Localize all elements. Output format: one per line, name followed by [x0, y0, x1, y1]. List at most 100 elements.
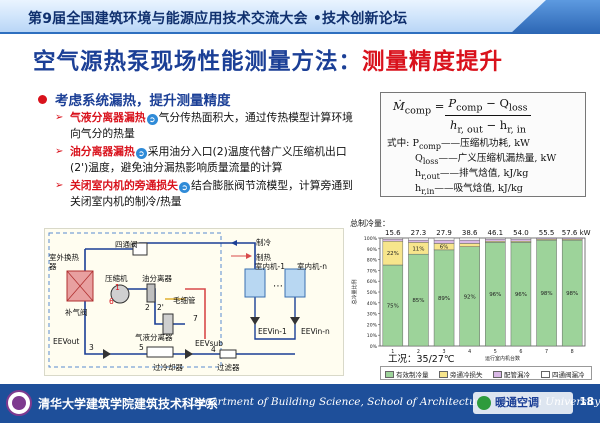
- label-make-air: 补气阀: [65, 308, 88, 317]
- def-desc: ——排气焓值, kJ/kg: [439, 168, 529, 179]
- watermark-text: 暖通空调: [495, 396, 539, 409]
- bar-segment: [459, 237, 480, 241]
- legend-item-fourway: 四通阀漏冷: [541, 369, 585, 379]
- arrow-circle-icon: ➲: [146, 114, 158, 125]
- y-tick-label: 80%: [367, 258, 378, 264]
- data-label-effective: 98%: [540, 291, 552, 297]
- arrow-circle-icon: ➲: [178, 182, 190, 193]
- total-label: 38.6: [462, 229, 478, 237]
- y-tick-label: 90%: [367, 247, 378, 253]
- def-sub: r,in: [421, 186, 435, 196]
- legend-label: 四通阀漏冷: [552, 371, 585, 379]
- working-condition-label: 工况：35/27℃: [388, 354, 455, 365]
- x-tick-label: 7: [545, 349, 548, 355]
- y-axis-label: 总冷量比例: [351, 279, 358, 304]
- label-filter: 过滤器: [217, 363, 240, 372]
- x-tick-label: 6: [519, 349, 522, 355]
- label-node-2p: 2': [157, 303, 164, 312]
- sub-bullets: ➢ 气液分离器漏热➲气分传热面积大，通过传热模型计算环境向气分的热量 ➢ 油分离…: [55, 110, 360, 212]
- data-label-effective: 98%: [566, 291, 578, 297]
- label-eev-out: EEVout: [53, 337, 80, 346]
- x-tick-label: 2: [417, 349, 420, 355]
- legend-swatch: [493, 371, 502, 378]
- data-label-effective: 96%: [489, 292, 501, 298]
- sub-bullet-highlight: 气液分离器漏热: [70, 111, 146, 124]
- sub-bullet-text: 结合膨胀阀节流模型，计算旁通到关闭室内机的制冷/热量: [70, 179, 353, 208]
- x-tick-label: 4: [468, 349, 471, 355]
- label-subcooler: 过冷却器: [153, 363, 183, 372]
- arrow-bullet-icon: ➢: [55, 180, 64, 191]
- page-number: 18: [579, 396, 594, 408]
- y-tick-label: 10%: [367, 333, 378, 339]
- formula-lhs-symbol: Ṁ: [393, 99, 405, 113]
- arrow-circle-icon: ➲: [135, 148, 147, 159]
- slide-title: 空气源热泵现场性能测量方法：测量精度提升: [33, 44, 503, 76]
- eev-sub-icon: [185, 349, 193, 359]
- bar-segment: [382, 237, 404, 240]
- x-tick-label: 3: [443, 349, 446, 355]
- sub-bullet-highlight: 油分离器漏热: [70, 145, 135, 158]
- slide-title-highlight: 测量精度提升: [362, 49, 504, 75]
- x-tick-label: 5: [494, 349, 497, 355]
- data-label-effective: 92%: [464, 294, 476, 300]
- label-eev-in1: EEVin-1: [258, 327, 287, 336]
- outdoor-unit-boundary: [48, 232, 222, 368]
- sub-bullet-gas-liquid: ➢ 气液分离器漏热➲气分传热面积大，通过传热模型计算环境向气分的热量: [55, 110, 360, 141]
- legend-swatch: [541, 371, 550, 378]
- label-node-4: 4: [211, 345, 216, 354]
- chart-legend: 有效制冷量 旁通冷损失 配管漏冷 四通阀漏冷: [380, 366, 592, 380]
- data-label-effective: 96%: [515, 292, 527, 298]
- def-symbol: h: [415, 168, 422, 179]
- bar-segment: [510, 238, 532, 242]
- formula-def-hout: hr,out——排气焓值, kJ/kg: [415, 165, 528, 181]
- label-dots: ⋯: [273, 281, 283, 292]
- def-sub: loss: [422, 156, 439, 166]
- oil-separator-icon: [146, 283, 156, 303]
- bar-segment: [408, 237, 429, 241]
- bar-segment: [510, 237, 532, 240]
- total-label: 15.6: [385, 229, 401, 237]
- sub-bullet-text: 采用油分入口(2)温度代替广义压缩机出口(2')温度，避免油分漏热影响质量流量的…: [70, 145, 347, 174]
- num-minus: − Q: [482, 96, 509, 110]
- bullet-dot-icon: [38, 95, 47, 104]
- main-bullet-text: 考虑系统漏热，提升测量精度: [55, 93, 231, 109]
- total-label: 27.3: [411, 229, 427, 237]
- data-label-bypass: 22%: [387, 251, 399, 257]
- formula-def-pcomp: 式中: Pcomp——压缩机功耗, kW: [387, 135, 530, 151]
- label-node-6: 6: [109, 297, 114, 306]
- label-node-5: 5: [139, 343, 144, 352]
- sub-bullet-highlight: 关闭室内机的旁通损失: [70, 179, 178, 192]
- chart-title: 总制冷量：: [350, 218, 390, 228]
- num-sub: comp: [456, 102, 483, 114]
- label-indoor-1: 室内机-1: [255, 262, 285, 271]
- sub-bullet-bypass: ➢ 关闭室内机的旁通损失➲结合膨胀阀节流模型，计算旁通到关闭室内机的制冷/热量: [55, 178, 360, 209]
- formula-def-qloss: Qloss——广义压缩机漏热量, kW: [415, 150, 556, 166]
- x-tick-label: 8: [571, 349, 574, 355]
- formula-def-hin: hr,in——吸气焓值, kJ/kg: [415, 180, 523, 196]
- def-symbol: 式中: P: [387, 138, 419, 149]
- formula-fraction: Pcomp − Qloss hr, out − hr, in: [445, 96, 531, 136]
- arrow-bullet-icon: ➢: [55, 112, 64, 123]
- y-tick-label: 100%: [364, 236, 378, 242]
- den-minus: − h: [482, 118, 508, 133]
- discharge-line: [185, 288, 206, 339]
- bar-segment: [459, 239, 480, 244]
- eev-in1-icon: [250, 317, 260, 325]
- label-node-3: 3: [89, 343, 94, 352]
- y-tick-label: 50%: [367, 290, 378, 296]
- label-capillary: 毛细管: [173, 296, 196, 305]
- den-sub: r, out: [457, 124, 483, 136]
- x-tick-label: 1: [391, 349, 394, 355]
- watermark-badge: 暖通空调: [473, 392, 573, 414]
- legend-swatch: [385, 371, 394, 378]
- def-desc: ——压缩机功耗, kW: [440, 138, 530, 149]
- bar-segment: [561, 237, 583, 240]
- bar-segment: [433, 237, 455, 241]
- total-label: 27.9: [436, 229, 452, 237]
- compressor-icon: [110, 284, 130, 304]
- data-label-effective: 89%: [438, 296, 450, 302]
- mass-flow-formula-box: Ṁcomp = Pcomp − Qloss hr, out − hr, in 式…: [380, 92, 586, 197]
- x-axis-label: 运行室内机台数: [485, 355, 520, 362]
- y-tick-label: 70%: [367, 268, 378, 274]
- legend-label: 配管漏冷: [504, 371, 530, 379]
